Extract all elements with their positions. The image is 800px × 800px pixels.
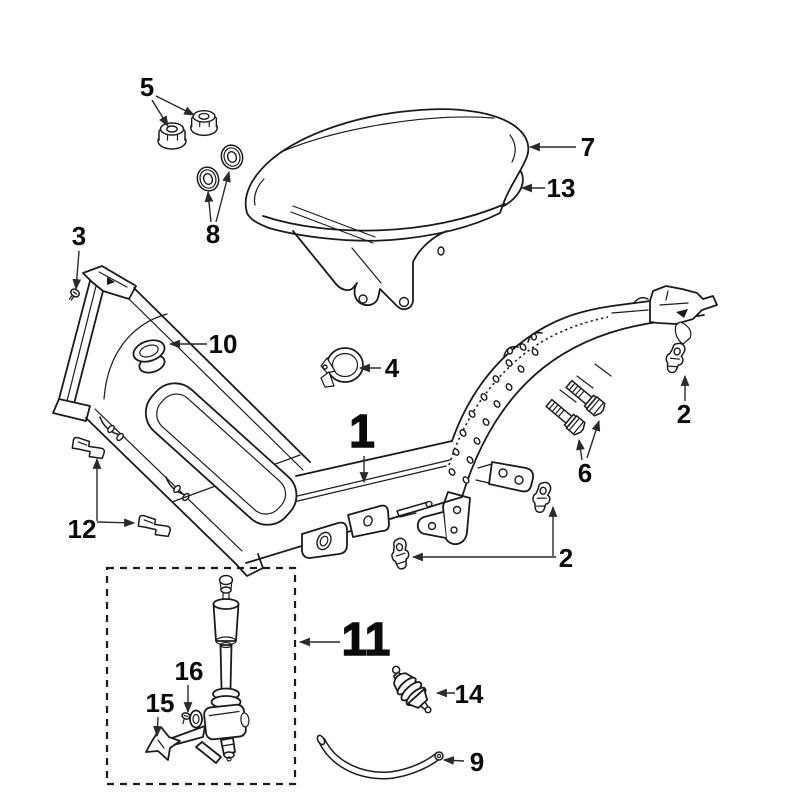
leader-line: [153, 716, 162, 738]
tap-handle-part15: [145, 726, 181, 761]
fuel-tap-assembly: [105, 566, 297, 786]
frame-front-tray: [52, 265, 311, 577]
part-label-2-11: 2: [411, 505, 573, 573]
part-number-text: 1: [349, 405, 375, 457]
clamp-part4: [320, 347, 364, 388]
part-label-12-10: 12: [68, 457, 136, 544]
part-number-text: 6: [578, 458, 592, 488]
part-number-text: 8: [206, 219, 220, 249]
frame-holes: [448, 343, 539, 484]
part-label-3-2: 3: [72, 221, 86, 291]
frame-drawing: [52, 265, 718, 577]
leader-line: [72, 250, 82, 291]
seat-drawing: [244, 108, 530, 311]
leader-line: [151, 99, 169, 127]
part-number-text: 3: [72, 221, 86, 251]
tap-screw-part16: [181, 712, 191, 725]
part-number-text: 14: [455, 679, 484, 709]
part-number-text: 10: [209, 329, 238, 359]
part-label-15-14: 15: [146, 688, 175, 738]
leader-line: [576, 438, 585, 461]
part-number-text: 9: [470, 747, 484, 777]
part-label-4-6: 4: [358, 353, 400, 383]
fuel-tank: [132, 339, 298, 526]
leader-line: [96, 518, 136, 528]
part-number-text: 15: [146, 688, 175, 718]
fuel-filter-part14: [391, 665, 432, 714]
frame-lower-support: [416, 491, 471, 546]
part-label-14-15: 14: [435, 679, 484, 709]
part-number-text: 2: [559, 543, 573, 573]
dashed-box: [105, 566, 297, 786]
seat-bracket: [290, 205, 448, 311]
leader-line: [586, 419, 601, 459]
washer-pair-part8: [193, 141, 247, 195]
part-label-16-13: 16: [175, 656, 204, 714]
frame-rear-tip: [633, 285, 718, 345]
part-label-5-0: 5: [140, 72, 195, 127]
bolt-pair-part6: [543, 377, 608, 438]
screw-part3: [68, 288, 80, 301]
frame-rail: [245, 440, 463, 564]
frame-rear-arch: [416, 285, 718, 546]
part-number-text: 5: [140, 72, 154, 102]
part-label-6-9: 6: [576, 419, 601, 488]
part-number-text: 2: [677, 399, 691, 429]
part-label-2-8: 2: [677, 374, 691, 429]
part-number-text: 7: [581, 132, 595, 162]
part-number-text: 4: [385, 353, 400, 383]
part-label-11-12: 11: [298, 612, 391, 666]
leader-line: [204, 190, 214, 223]
part-number-text: 12: [68, 514, 97, 544]
leader-line: [215, 170, 231, 223]
frame-side-bracket: [475, 461, 535, 493]
part-label-8-1: 8: [204, 170, 231, 249]
part-label-10-5: 10: [168, 329, 238, 359]
fuel-hose-part9: [316, 734, 444, 780]
part-label-1-7: 1: [349, 404, 375, 484]
part-label-9-16: 9: [442, 747, 484, 777]
part-number-text: 16: [175, 656, 204, 686]
part-label-7-3: 7: [528, 132, 595, 162]
nut-pair-part5: [157, 109, 219, 150]
fuel-filler-cap: [132, 339, 166, 363]
part-number-text: 11: [342, 613, 391, 665]
part-label-13-4: 13: [520, 173, 576, 203]
part-number-text: 13: [547, 173, 576, 203]
leader-line: [155, 95, 195, 116]
leader-line: [442, 756, 465, 765]
